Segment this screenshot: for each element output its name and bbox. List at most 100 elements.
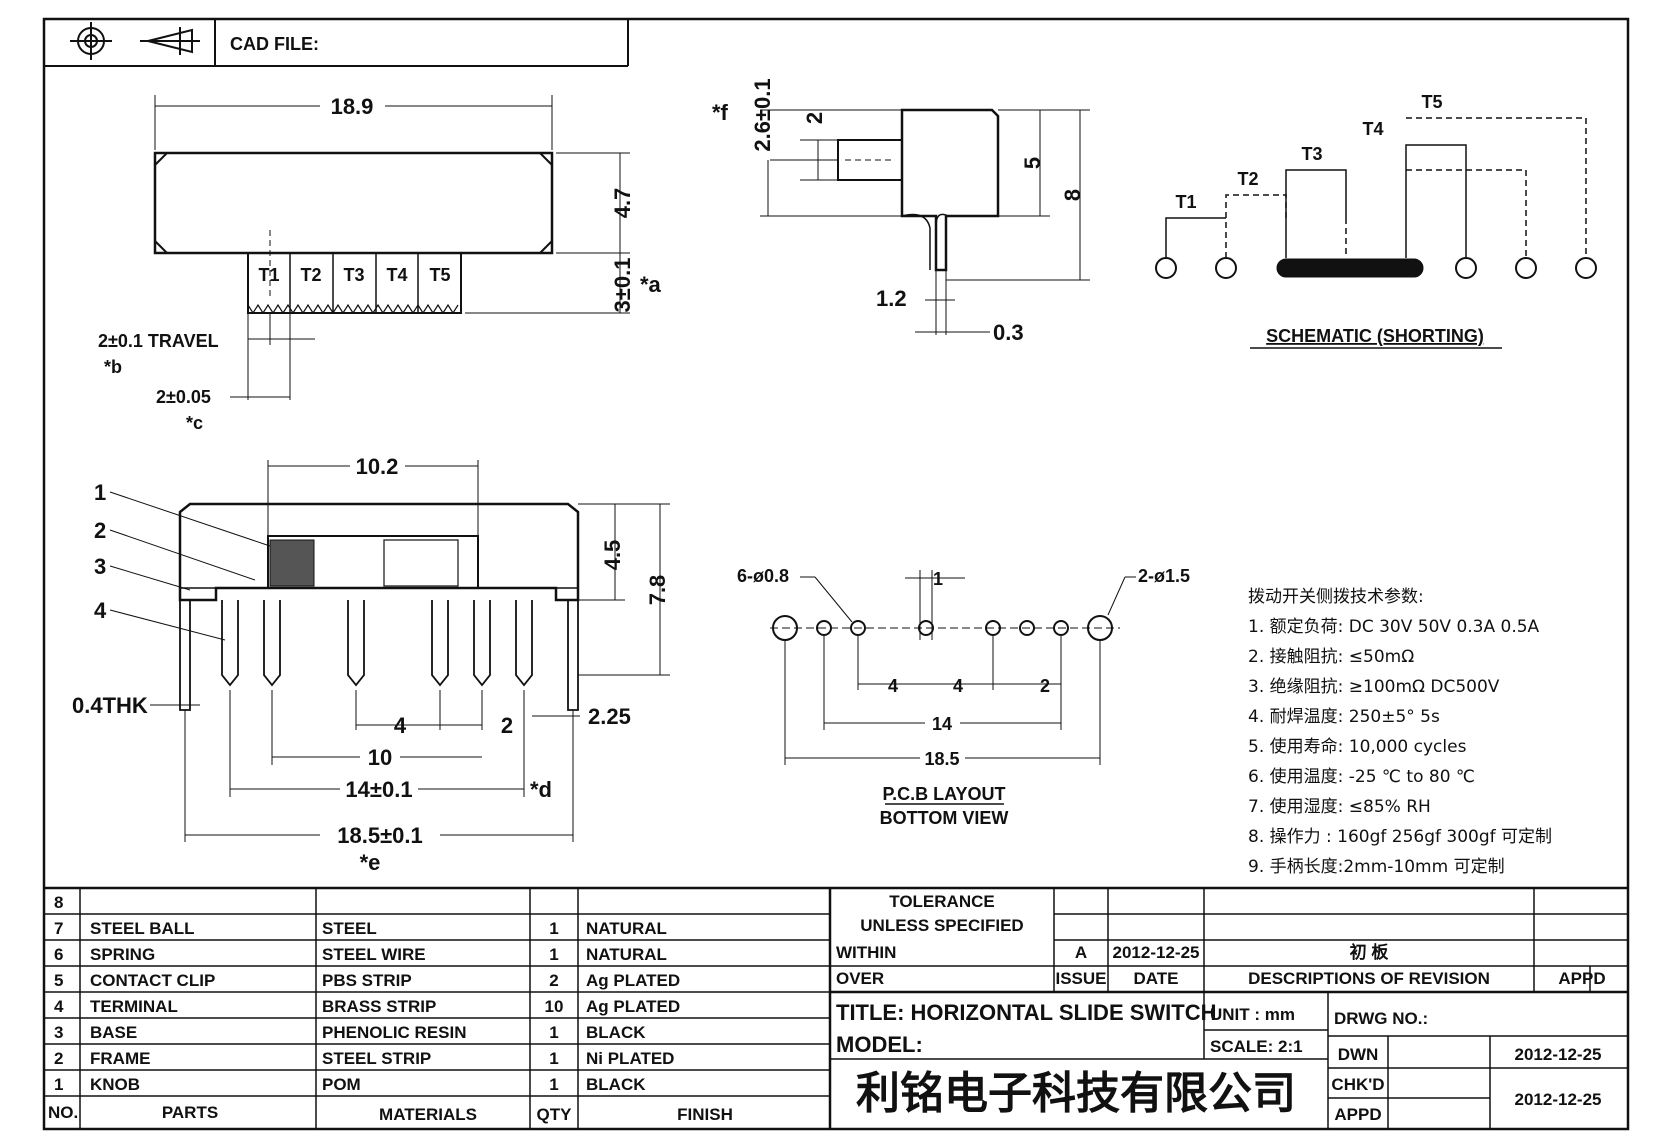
bom-header-parts: PARTS xyxy=(162,1103,218,1122)
pcb-dim-2: 2 xyxy=(1040,676,1050,696)
pcb-hole-6 xyxy=(1053,620,1069,636)
bom-row-5-qty: 2 xyxy=(549,971,558,990)
spec-item-4: 4. 耐焊温度: 250±5° 5s xyxy=(1248,707,1440,727)
spec-item-3: 3. 绝缘阻抗: ≥100mΩ DC500V xyxy=(1248,677,1500,697)
bom-row-6-qty: 1 xyxy=(549,945,558,964)
front-dim-225: 2.25 xyxy=(588,704,631,729)
terminal-label-t2: T2 xyxy=(300,265,321,285)
top-height-dim: 4.7 xyxy=(610,188,635,219)
terminal-label-t3: T3 xyxy=(343,265,364,285)
bom-row-7-finish: NATURAL xyxy=(586,919,667,938)
bom-row-1-qty: 1 xyxy=(549,1075,558,1094)
height-total-dim: 7.8 xyxy=(645,575,670,606)
bom-header-finish: FINISH xyxy=(677,1105,733,1124)
projection-cone-icon xyxy=(140,27,200,55)
tolerance-over: OVER xyxy=(836,969,884,988)
thickness-dim: 0.4THK xyxy=(72,693,148,718)
terminal-label-t4: T4 xyxy=(386,265,407,285)
schematic-label-t3: T3 xyxy=(1301,144,1322,164)
schematic-label-t2: T2 xyxy=(1237,169,1258,189)
spec-item-7: 7. 使用湿度: ≤85% RH xyxy=(1248,796,1431,817)
schematic-pin-9 xyxy=(1575,257,1597,279)
bom-row-4-finish: Ag PLATED xyxy=(586,997,680,1016)
front-dim-10: 10 xyxy=(368,745,392,770)
callout-4: 4 xyxy=(94,598,107,623)
bom-row-1-finish: BLACK xyxy=(586,1075,646,1094)
pcb-dim-14: 14 xyxy=(932,714,952,734)
callout-2: 2 xyxy=(94,518,106,543)
appd-sign-label: APPD xyxy=(1334,1105,1381,1124)
front-dim-14-note: *d xyxy=(530,777,552,802)
total-height-dim: 8 xyxy=(1060,189,1085,201)
specs: 拨动开关侧拨技术参数: 1. 额定负荷: DC 30V 50V 0.3A 0.5… xyxy=(1248,587,1552,877)
bom-row-1-no: 1 xyxy=(54,1075,63,1094)
date-label: DATE xyxy=(1133,969,1178,988)
bom-row-6-finish: NATURAL xyxy=(586,945,667,964)
bom-row-6-part: SPRING xyxy=(90,945,155,964)
pcb-subtitle: BOTTOM VIEW xyxy=(880,808,1009,828)
bom-row-3-finish: BLACK xyxy=(586,1023,646,1042)
bom-header-materials: MATERIALS xyxy=(379,1105,477,1124)
schematic-label-t4: T4 xyxy=(1362,119,1383,139)
callout-3: 3 xyxy=(94,554,106,579)
pcb-title: P.C.B LAYOUT xyxy=(882,784,1005,804)
bom-row-4-no: 4 xyxy=(54,997,64,1016)
front-view: 1 2 3 4 10.2 4.5 7.8 0.4THK 4 2 2.25 10 xyxy=(72,454,670,875)
title-block: TOLERANCE UNLESS SPECIFIED WITHIN OVER A… xyxy=(836,892,1606,1124)
bom-row-7-no: 7 xyxy=(54,919,63,938)
bom-row-4-material: BRASS STRIP xyxy=(322,997,436,1016)
bom-row-2-material: STEEL STRIP xyxy=(322,1049,431,1068)
terminal-label-t5: T5 xyxy=(429,265,450,285)
schematic-pin-1 xyxy=(1155,257,1177,279)
pcb-hole-large-label: 2-ø1.5 xyxy=(1138,566,1190,586)
bom-row-3-material: PHENOLIC RESIN xyxy=(322,1023,467,1042)
bom-row-1-material: POM xyxy=(322,1075,361,1094)
travel-note: *b xyxy=(104,357,122,377)
schematic-title: SCHEMATIC (SHORTING) xyxy=(1266,326,1484,346)
tolerance-label: TOLERANCE xyxy=(889,892,994,911)
front-dim-185: 18.5±0.1 xyxy=(337,823,422,848)
front-view-knob-grip xyxy=(269,539,315,587)
schematic-pin-7 xyxy=(1455,257,1477,279)
tolerance-within: WITHIN xyxy=(836,943,896,962)
header-box: CAD FILE: xyxy=(44,19,629,67)
front-dim-14: 14±0.1 xyxy=(345,777,412,802)
pcb-dim-1: 1 xyxy=(933,569,943,589)
knob-width-dim: 10.2 xyxy=(356,454,399,479)
pitch-dim: 2±0.05 xyxy=(156,387,211,407)
cad-file-label: CAD FILE: xyxy=(230,34,319,54)
pcb-layout: 6-ø0.8 2-ø1.5 1 4 4 2 14 18.5 P.C.B LAYO… xyxy=(737,566,1190,828)
bom-row-7-qty: 1 xyxy=(549,919,558,938)
schematic-label-t1: T1 xyxy=(1175,192,1196,212)
top-view: 18.9 4.7 T1 T2 T3 T4 T5 3±0.1 *a 2±0.1 T… xyxy=(98,94,662,433)
spec-item-6: 6. 使用温度: -25 ℃ to 80 ℃ xyxy=(1248,766,1475,787)
travel-dim: 2±0.1 TRAVEL xyxy=(98,331,219,351)
bom-row-3-no: 3 xyxy=(54,1023,63,1042)
bom-row-4-part: TERMINAL xyxy=(90,997,178,1016)
spec-item-1: 1. 额定负荷: DC 30V 50V 0.3A 0.5A xyxy=(1248,617,1540,637)
scale-label: SCALE: 2:1 xyxy=(1210,1037,1303,1056)
pin-length-note: *a xyxy=(640,272,662,297)
pcb-hole-small-label: 6-ø0.8 xyxy=(737,566,789,586)
revision-note: 初 板 xyxy=(1350,942,1390,962)
pcb-hole-1 xyxy=(816,620,832,636)
top-terminals xyxy=(247,252,462,314)
pcb-dim-4a: 4 xyxy=(888,676,898,696)
appd-label: APPD xyxy=(1558,969,1605,988)
bom-row-7-material: STEEL xyxy=(322,919,377,938)
pin-width-dim: 1.2 xyxy=(876,286,907,311)
schematic-pin-2 xyxy=(1215,257,1237,279)
top-view-body xyxy=(153,151,554,255)
bom-row-5-material: PBS STRIP xyxy=(322,971,412,990)
company-name: 利铭电子科技有限公司 xyxy=(856,1068,1296,1119)
bom-header-qty: QTY xyxy=(537,1105,573,1124)
schematic-pin-8 xyxy=(1515,257,1537,279)
dwn-date: 2012-12-25 xyxy=(1515,1045,1602,1064)
front-dim-2: 2 xyxy=(501,713,513,738)
front-dim-4: 4 xyxy=(394,713,407,738)
revision-date: 2012-12-25 xyxy=(1113,943,1200,962)
front-dim-185-note: *e xyxy=(360,850,381,875)
spec-item-9: 9. 手柄长度:2mm-10mm 可定制 xyxy=(1248,857,1505,877)
bom-row-5-no: 5 xyxy=(54,971,63,990)
